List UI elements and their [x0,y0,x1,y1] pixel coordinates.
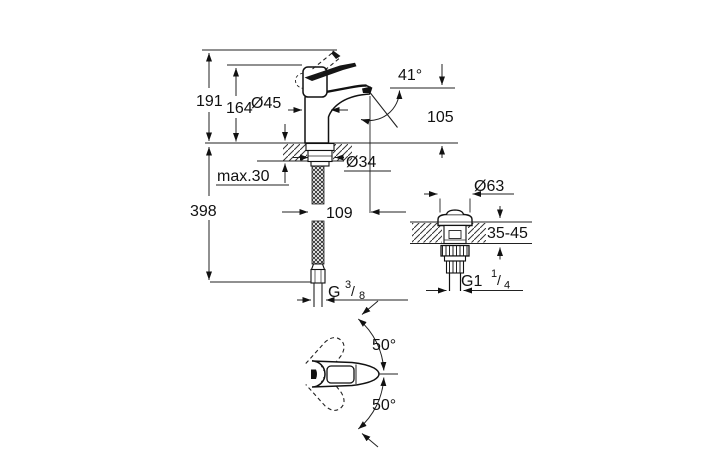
dim-swivel-angle-down: 50° [372,397,396,414]
side-view-drawing: 191 164 Ø45 41° 105 max.30 Ø34 398 109 G… [190,49,458,307]
threaded-shank [311,165,325,205]
swivel-radial-up [361,300,379,315]
waste-washer [443,255,467,262]
handle-dot-top [321,365,323,368]
hose-connector-tip [310,263,326,271]
swivel-arc-up [357,318,387,371]
handle-base-hidden-contour [295,72,304,89]
lever-handle [304,62,357,81]
lever-raised-tip [331,50,341,59]
dim-swivel-angle-up: 50° [372,337,396,354]
waste-body-detail [448,230,462,239]
lever-grip-top-view [326,365,355,384]
waste-thread-slash: / [497,272,501,288]
waste-locking-nut [440,244,470,257]
supply-thread-denominator: 8 [359,290,365,302]
waste-tailpipe [448,273,462,291]
dim-supply-thread: G 3 / 8 [328,279,365,302]
waste-cap-dome [445,209,465,215]
supply-thread-base: G [328,284,340,301]
dim-height-total: 191 [196,93,223,110]
mounting-flange [305,142,335,152]
dim-height-to-lever: 164 [226,100,253,117]
spout-top-edge [307,84,367,97]
dim-spout-angle: 41° [398,67,422,84]
hose-connector-facets [314,269,322,283]
waste-thread-base: G1 [461,273,482,290]
waste-deck-hatch-right [468,223,486,243]
supply-thread-slash: / [351,283,355,299]
mounting-washer [310,160,330,167]
dim-deck-thickness-max: max.30 [217,168,270,185]
dim-spout-projection: 109 [326,205,353,222]
deck-hatch-left [283,144,307,161]
waste-dimension-lines [424,191,523,294]
dim-deck-thickness-range: 35-45 [487,225,528,242]
handle-dot-bottom [321,380,323,383]
dim-waste-thread: G1 1 / 4 [461,268,510,292]
hose-connector-nut [310,268,326,284]
waste-thread-section [445,260,465,274]
connection-tube [313,283,323,307]
spout-angle-arc [360,90,403,125]
dim-overall-height: 398 [190,203,217,220]
supply-thread-numerator: 3 [345,279,351,291]
waste-deck-hatch-left [412,223,442,243]
swivel-arc-down [357,377,387,430]
dim-body-diameter: Ø45 [251,95,281,112]
handle-swivel-up-position [305,337,345,379]
top-view-drawing: 50° 50° [305,300,398,448]
waste-thread-denominator: 4 [504,280,510,292]
dim-hole-diameter: Ø34 [346,154,376,171]
side-view-dimension-lines [206,53,445,303]
waste-cap [437,213,473,227]
flexible-hose [311,220,325,265]
waste-thread-numerator: 1 [491,268,497,280]
dim-outlet-height: 105 [427,109,454,126]
handle-pivot-mark [311,369,317,379]
lever-raised-position [312,51,342,75]
waste-valve-drawing: Ø63 35-45 G1 1 / 4 [410,178,532,294]
handle-swivel-down-position [305,369,345,411]
swivel-radial-down [361,433,379,448]
water-stream-line [369,92,398,128]
dim-cap-diameter: Ø63 [474,178,504,195]
